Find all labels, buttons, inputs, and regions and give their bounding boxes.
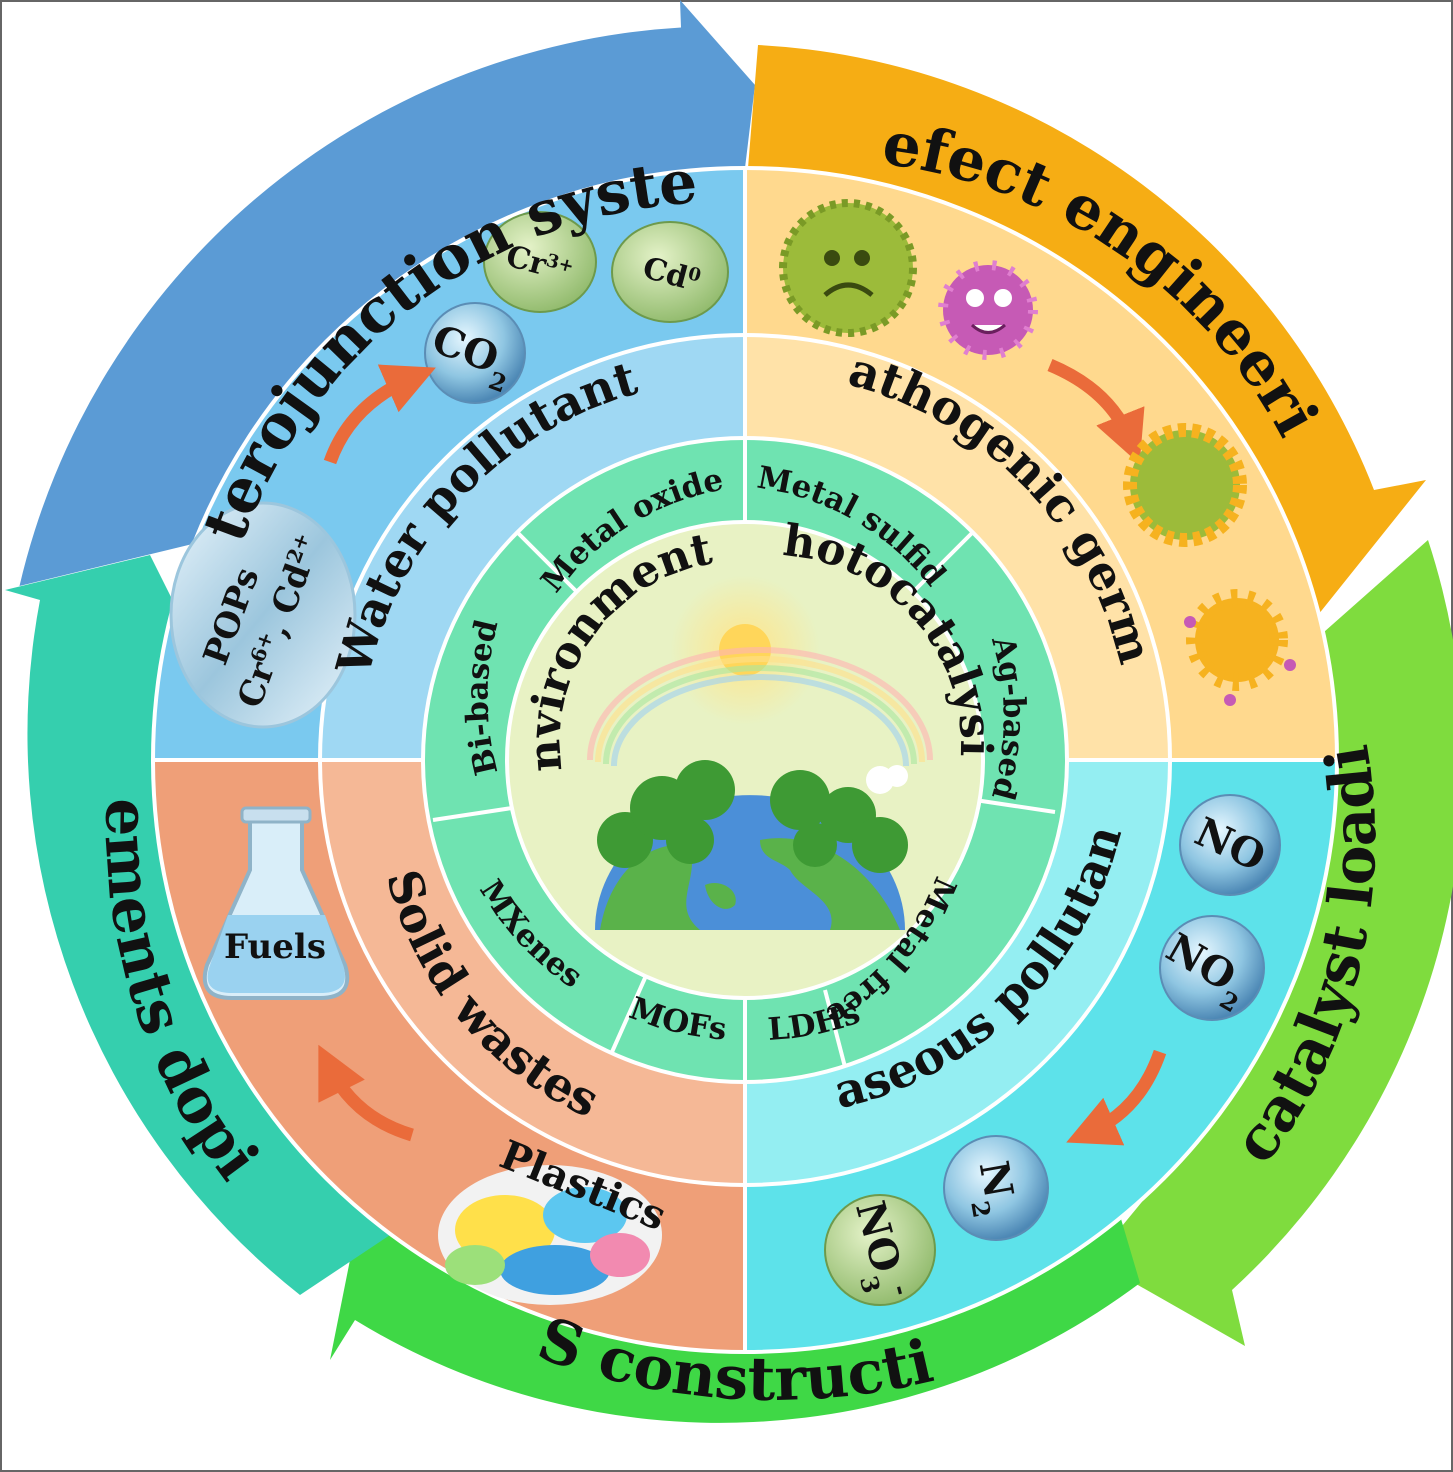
tree-icon — [597, 760, 735, 868]
ion-bubble-cr — [483, 211, 597, 313]
n2-label: N2 — [959, 1157, 1025, 1219]
germ-icon — [938, 260, 1038, 360]
fuels-label: Fuels — [224, 927, 326, 967]
globe-land — [760, 838, 900, 930]
plastics-image — [438, 1165, 662, 1305]
arrow-icon — [323, 364, 436, 465]
strategy-segment-doping — [5, 555, 390, 1295]
material-divider — [911, 530, 975, 594]
rainbow — [587, 647, 933, 761]
flask-liquid — [207, 915, 345, 993]
earth-illustration — [587, 575, 933, 930]
flask-cap — [240, 806, 312, 824]
material-divider — [432, 806, 513, 822]
arrow-icon — [1066, 1049, 1167, 1146]
strategy-segment-cocatalyst — [1094, 540, 1453, 1346]
rainbow — [595, 656, 925, 763]
germ-eye — [966, 289, 984, 307]
germ-fragment — [1224, 694, 1236, 706]
arrow-icon — [1047, 359, 1145, 465]
arrow-icon — [318, 1044, 414, 1142]
tree-icon — [770, 770, 908, 873]
no2-bubble — [1159, 915, 1265, 1021]
globe-land — [705, 882, 736, 909]
virus-mouth — [823, 282, 874, 297]
co2-bubble — [424, 302, 526, 404]
no-bubble — [1179, 794, 1281, 896]
germ-fragment — [1284, 659, 1296, 671]
germ-fragment — [1184, 616, 1196, 628]
dead-germ-icon — [1123, 423, 1247, 547]
material-ring — [421, 436, 1069, 1084]
globe-land — [600, 844, 700, 930]
rainbow — [611, 674, 909, 767]
water-illustrations: Cr3+ Cd0 CO2 POPs Cr6+, Cd2+ — [169, 211, 729, 729]
no3-bubble — [824, 1194, 936, 1306]
gas-illustrations: NO NO2 N2 NO3- — [824, 794, 1281, 1306]
germ-eye — [994, 289, 1012, 307]
material-divider — [515, 530, 579, 594]
pathogen-illustrations — [779, 199, 1296, 706]
material-divider — [610, 977, 647, 1053]
material-divider — [823, 989, 847, 1068]
virus-icon — [779, 199, 917, 337]
strategy-segment-ros — [330, 1175, 1140, 1423]
material-divider — [974, 798, 1056, 814]
rainbow — [603, 665, 917, 765]
virus-eye — [854, 250, 870, 266]
pops-image — [169, 501, 357, 729]
cloud-icon — [886, 765, 908, 787]
ion-bubble-cd — [611, 221, 729, 323]
solid-illustrations: Fuels Plastics — [202, 806, 673, 1305]
germ-mouth — [970, 323, 1006, 334]
burst-germ-icon — [1186, 589, 1288, 691]
virus-eye — [824, 250, 840, 266]
n2-bubble — [943, 1135, 1049, 1241]
